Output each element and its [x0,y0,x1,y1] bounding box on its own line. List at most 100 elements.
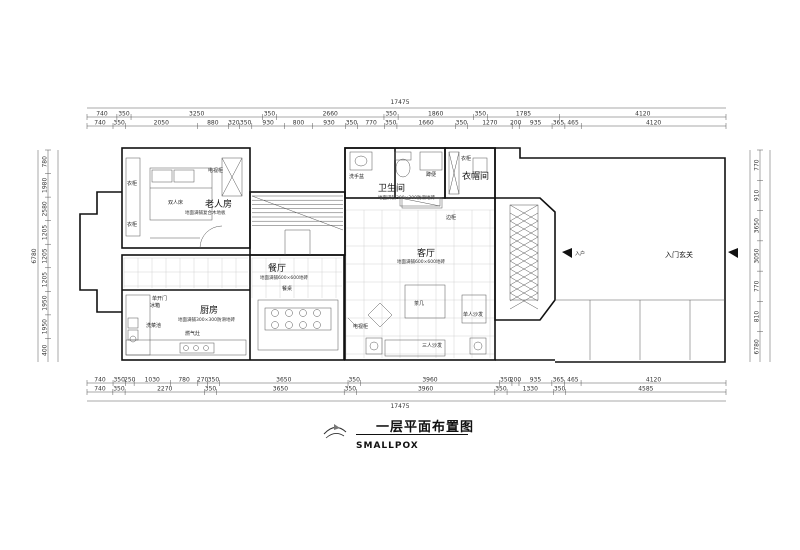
bottom-row1-dim: 1030 [145,377,160,384]
bottom-row2-dim: 350 [345,386,357,393]
top-row2-dim: 365 [553,120,565,127]
note-bath-floor: 地面满铺300×300防滑地砖 [378,194,435,201]
top-row2-dim: 1270 [482,120,497,127]
top-total-dim: 17475 [390,99,409,106]
right-dim: 910 [754,190,761,202]
right-dim: 770 [754,159,761,171]
bottom-row2-dim: 740 [94,386,106,393]
label-wardrobe-2: 衣柜 [127,221,137,228]
room-kitchen: 厨房 [200,304,218,316]
left-dim: 1205 [42,272,49,287]
elder-room-furniture [125,157,243,249]
bottom-row2-dim: 2270 [157,386,172,393]
label-bed: 双人床 [168,199,183,206]
bottom-row2-dim: 3960 [418,386,433,393]
room-closet: 衣帽间 [462,170,489,182]
top-row2-dim: 930 [323,120,335,127]
left-dimension-lines [37,150,59,362]
label-wardrobe: 衣柜 [127,180,137,187]
top-row2-dim: 1660 [418,120,433,127]
right-dim: 810 [754,311,761,323]
label-sink: 洗菜池 [146,322,161,329]
top-row2-dim: 930 [262,120,274,127]
bottom-row1-dim: 350 [500,377,512,384]
bottom-row2-dim: 350 [113,386,125,393]
bottom-row1-dim: 200 [510,377,522,384]
top-row2-dim: 740 [94,120,106,127]
right-dim: 770 [754,280,761,292]
bottom-row1-dim: 3960 [422,377,437,384]
top-row1-dim: 1860 [428,111,443,118]
bottom-row1-dim: 350 [208,377,220,384]
top-row2-dim: 350 [240,120,252,127]
top-row2-dim: 200 [510,120,522,127]
dining-furniture [257,299,339,351]
right-dim: 6780 [754,339,761,354]
bottom-row1-dim: 350 [348,377,360,384]
bottom-row1-dim: 250 [124,377,136,384]
walls [79,147,738,363]
left-dim: 2580 [42,201,49,216]
closet-furniture [448,151,488,195]
bottom-row1-dim: 350 [113,377,125,384]
top-row2-dim: 350 [385,120,397,127]
kitchen-furniture [125,294,247,356]
top-row2-dim: 465 [567,120,579,127]
bottom-row1-dim: 365 [553,377,565,384]
bottom-row1-dim: 4120 [646,377,661,384]
label-fridge: 冰箱 [150,302,160,309]
bottom-row1-dim: 740 [94,377,106,384]
room-bath: 卫生间 [378,182,405,194]
right-dim: 3050 [754,248,761,263]
living-furniture [347,197,487,357]
room-living: 客厅 [417,247,435,259]
left-dim: 780 [42,156,49,168]
bay-window [509,204,539,310]
top-row1-dim: 2660 [323,111,338,118]
top-row1-dim: 740 [96,111,108,118]
bottom-row1-dim: 3650 [276,377,291,384]
left-dim: 1205 [42,248,49,263]
top-row2-dim: 4120 [646,120,661,127]
bottom-total-dim: 17475 [390,403,409,410]
bottom-dimension-lines [87,382,726,402]
top-row1-dim: 350 [264,111,276,118]
bottom-row2-dim: 350 [554,386,566,393]
title-underline [356,434,468,435]
top-row1-dim: 350 [475,111,487,118]
bottom-row1-dim: 935 [530,377,542,384]
right-dim: 3650 [754,218,761,233]
note-dining-floor: 地面满铺600×600地砖 [260,274,308,281]
label-toilet: 蹲便 [426,171,436,178]
note-elder-floor: 地面满铺复合木地板 [185,209,226,216]
bottom-row1-dim: 270 [197,377,209,384]
label-single-door: 单开门 [152,295,167,302]
top-row1-dim: 4120 [635,111,650,118]
bottom-row2-dim: 4585 [638,386,653,393]
label-tv-cabinet: 电视柜 [353,323,368,330]
room-elder: 老人房 [205,198,232,210]
floor-tile-grid [123,209,494,358]
note-kitchen-floor: 地面满铺300×300防滑地砖 [178,316,235,323]
label-tv-elder: 电视柜 [208,167,223,174]
top-row2-dim: 770 [365,120,377,127]
top-row1-dim: 3250 [189,111,204,118]
top-row2-dim: 350 [346,120,358,127]
bottom-row2-dim: 3650 [273,386,288,393]
label-dining-table: 餐桌 [282,285,292,292]
label-washbasin: 洗手盆 [349,173,364,180]
room-entry: 入门玄关 [665,250,693,259]
label-closet-cab: 衣柜 [461,155,471,162]
top-row1-dim: 350 [385,111,397,118]
bottom-row1-dim: 465 [567,377,579,384]
top-row1-dim: 350 [118,111,130,118]
bottom-row2-dim: 1330 [523,386,538,393]
bottom-row2-dim: 350 [495,386,507,393]
right-dimension-lines [749,150,771,362]
top-row1-dim: 1785 [516,111,531,118]
top-row2-dim: 880 [207,120,219,127]
bath-furniture [349,151,443,207]
left-dim: 1205 [42,225,49,240]
top-row2-dim: 320 [228,120,240,127]
